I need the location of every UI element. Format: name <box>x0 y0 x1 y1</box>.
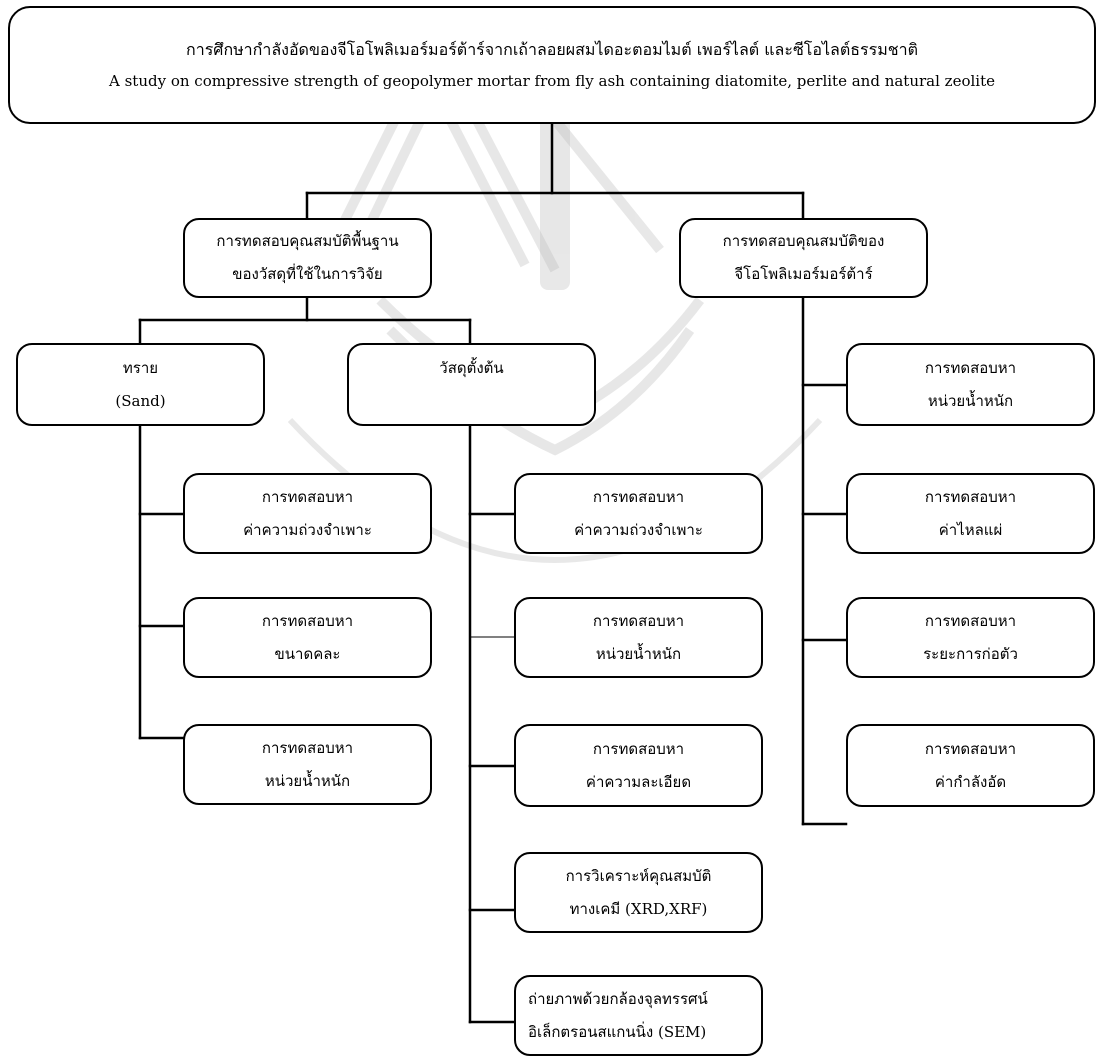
raw-materials-box: วัสดุตั้งต้น <box>347 343 596 426</box>
raw-test-4-line1: การวิเคราะห์คุณสมบัติ <box>565 866 712 885</box>
sand-label: ทราย <box>122 358 159 377</box>
raw-test-5-line1: ถ่ายภาพด้วยกล้องจุลทรรศน์ <box>528 989 708 1008</box>
raw-test-2-line1: การทดสอบหา <box>592 611 685 630</box>
sand-test-box: การทดสอบหา ขนาดคละ <box>183 597 432 678</box>
raw-test-5-line2: อิเล็กตรอนสแกนนิ่ง (SEM) <box>528 1022 707 1041</box>
sand-test-1-line2: ค่าความถ่วงจำเพาะ <box>243 520 372 539</box>
sand-test-box: การทดสอบหา หน่วยน้ำหนัก <box>183 724 432 805</box>
mortar-test-box: การทดสอบหา ระยะการก่อตัว <box>846 597 1095 678</box>
raw-test-1-line2: ค่าความถ่วงจำเพาะ <box>574 520 703 539</box>
raw-test-3-line2: ค่าความละเอียด <box>585 772 692 791</box>
mortar-test-box: การทดสอบหา หน่วยน้ำหนัก <box>846 343 1095 426</box>
raw-materials-label: วัสดุตั้งต้น <box>439 359 504 377</box>
raw-test-4-line2: ทางเคมี (XRD,XRF) <box>569 899 708 918</box>
basic-properties-box: การทดสอบคุณสมบัติพื้นฐาน ของวัสดุที่ใช้ใ… <box>183 218 432 298</box>
mortar-properties-box: การทดสอบคุณสมบัติของ จีโอโพลิเมอร์มอร์ต้… <box>679 218 928 298</box>
raw-test-1-line1: การทดสอบหา <box>592 487 685 506</box>
basic-properties-line2: ของวัสดุที่ใช้ในการวิจัย <box>232 265 383 283</box>
mortar-properties-line1: การทดสอบคุณสมบัติของ <box>722 232 885 251</box>
mortar-test-3-line1: การทดสอบหา <box>924 611 1017 630</box>
raw-test-2-line2: หน่วยน้ำหนัก <box>595 644 682 663</box>
sand-test-box: การทดสอบหา ค่าความถ่วงจำเพาะ <box>183 473 432 554</box>
sand-test-2-line2: ขนาดคละ <box>274 644 341 663</box>
raw-material-test-box: การวิเคราะห์คุณสมบัติ ทางเคมี (XRD,XRF) <box>514 852 763 933</box>
mortar-test-box: การทดสอบหา ค่าไหลแผ่ <box>846 473 1095 554</box>
raw-test-3-line1: การทดสอบหา <box>592 739 685 758</box>
basic-properties-line1: การทดสอบคุณสมบัติพื้นฐาน <box>216 232 399 251</box>
sand-test-3-line2: หน่วยน้ำหนัก <box>264 771 351 790</box>
raw-material-test-box: การทดสอบหา ค่าความถ่วงจำเพาะ <box>514 473 763 554</box>
mortar-test-box: การทดสอบหา ค่ากำลังอัด <box>846 724 1095 807</box>
sand-test-2-line1: การทดสอบหา <box>261 611 354 630</box>
mortar-test-4-line2: ค่ากำลังอัด <box>934 772 1007 791</box>
raw-material-test-box: การทดสอบหา ค่าความละเอียด <box>514 724 763 807</box>
title-thai: การศึกษากำลังอัดของจีโอโพลิเมอร์มอร์ต้าร… <box>186 39 918 59</box>
mortar-test-3-line2: ระยะการก่อตัว <box>923 644 1018 663</box>
sand-label-english: (Sand) <box>115 391 166 410</box>
mortar-test-1-line2: หน่วยน้ำหนัก <box>927 391 1014 410</box>
mortar-test-1-line1: การทดสอบหา <box>924 358 1017 377</box>
mortar-test-2-line2: ค่าไหลแผ่ <box>938 520 1003 539</box>
sand-test-3-line1: การทดสอบหา <box>261 738 354 757</box>
title-english: A study on compressive strength of geopo… <box>109 71 995 90</box>
sand-test-1-line1: การทดสอบหา <box>261 487 354 506</box>
mortar-test-4-line1: การทดสอบหา <box>924 739 1017 758</box>
mortar-properties-line2: จีโอโพลิเมอร์มอร์ต้าร์ <box>734 265 873 283</box>
mortar-test-2-line1: การทดสอบหา <box>924 487 1017 506</box>
raw-material-test-box: ถ่ายภาพด้วยกล้องจุลทรรศน์ อิเล็กตรอนสแกน… <box>514 975 763 1056</box>
sand-box: ทราย (Sand) <box>16 343 265 426</box>
raw-material-test-box: การทดสอบหา หน่วยน้ำหนัก <box>514 597 763 678</box>
title-box: การศึกษากำลังอัดของจีโอโพลิเมอร์มอร์ต้าร… <box>8 6 1096 124</box>
